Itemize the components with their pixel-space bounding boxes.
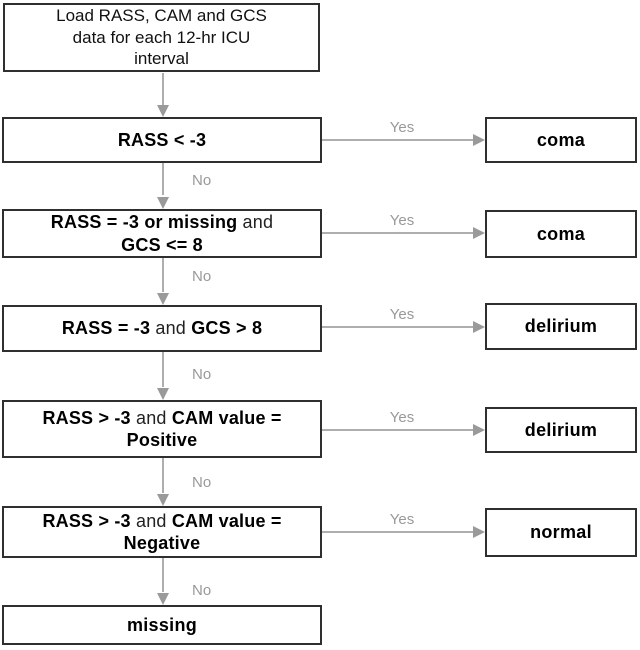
arrowhead-down-4-icon [157,388,169,400]
arrow-down-2 [162,163,164,195]
no-label-4: No [192,474,212,491]
decision-rass-gt-neg3-cam-negative: RASS > -3 and CAM value = Negative [2,506,322,558]
outcome-coma-1-label: coma [536,129,586,150]
yes-arrow-4 [322,429,473,431]
yes-label-3: Yes [389,306,415,323]
arrow-down-1 [162,73,164,105]
decision-2-plain-part: and [237,212,274,232]
arrowhead-right-5-icon [473,526,485,538]
outcome-delirium-1: delirium [485,303,637,350]
missing-node-label: missing [126,614,198,635]
decision-3-bold-part-1: RASS = -3 [61,318,151,339]
arrow-down-5 [162,458,164,493]
outcome-coma-1: coma [485,117,637,163]
decision-5-line2: Negative [123,533,201,553]
arrowhead-right-4-icon [473,424,485,436]
arrowhead-down-3-icon [157,293,169,305]
arrowhead-right-3-icon [473,321,485,333]
outcome-delirium-2-label: delirium [524,419,598,440]
start-node-label: Load RASS, CAM and GCS data for each 12-… [56,5,267,69]
arrowhead-down-6-icon [157,593,169,605]
decision-4-plain-part: and [130,407,172,428]
decision-rass-neg3-gcs-gt8: RASS = -3 and GCS > 8 [2,305,322,352]
arrow-down-6 [162,558,164,592]
decision-2-bold-part: RASS = -3 or missing [50,212,238,232]
decision-4-line2: Positive [126,430,198,450]
no-label-5: No [192,582,212,599]
decision-1-label: RASS < -3 [117,129,207,150]
yes-label-4: Yes [389,409,415,426]
yes-label-2: Yes [389,212,415,229]
arrow-down-4 [162,352,164,387]
yes-arrow-1 [322,139,473,141]
yes-arrow-5 [322,531,473,533]
arrowhead-down-2-icon [157,197,169,209]
decision-5-plain-part: and [130,510,172,531]
yes-label-1: Yes [389,119,415,136]
outcome-coma-2: coma [485,210,637,258]
yes-label-5: Yes [389,511,415,528]
outcome-normal: normal [485,508,637,557]
flow-node-start: Load RASS, CAM and GCS data for each 12-… [3,3,320,72]
outcome-normal-label: normal [530,522,592,543]
decision-5-bold-part-2: CAM value = [171,510,282,531]
yes-arrow-2 [322,232,473,234]
no-label-3: No [192,366,212,383]
decision-4-bold-part-1: RASS > -3 [42,407,131,428]
decision-2-line2: GCS <= 8 [121,234,203,255]
arrowhead-down-5-icon [157,494,169,506]
decision-rass-lt-neg3: RASS < -3 [2,117,322,163]
yes-arrow-3 [322,326,473,328]
arrow-down-3 [162,258,164,292]
decision-3-plain-part: and [150,318,192,339]
arrowhead-down-1-icon [157,105,169,117]
outcome-delirium-1-label: delirium [524,316,598,337]
decision-3-label: RASS = -3 and GCS > 8 [62,317,262,340]
decision-5-label: RASS > -3 and CAM value = Negative [42,510,281,555]
decision-4-bold-part-2: CAM value = [171,407,282,428]
arrowhead-right-1-icon [473,134,485,146]
no-label-1: No [192,172,212,189]
flow-node-missing: missing [2,605,322,645]
decision-2-label: RASS = -3 or missing and GCS <= 8 [51,211,273,256]
outcome-coma-2-label: coma [536,223,586,244]
no-label-2: No [192,268,212,285]
decision-rass-neg3-or-missing-gcs-le8: RASS = -3 or missing and GCS <= 8 [2,209,322,258]
decision-4-label: RASS > -3 and CAM value = Positive [42,407,281,452]
decision-3-bold-part-2: GCS > 8 [191,318,263,339]
decision-rass-gt-neg3-cam-positive: RASS > -3 and CAM value = Positive [2,400,322,458]
arrowhead-right-2-icon [473,227,485,239]
decision-5-bold-part-1: RASS > -3 [42,510,131,531]
outcome-delirium-2: delirium [485,407,637,453]
